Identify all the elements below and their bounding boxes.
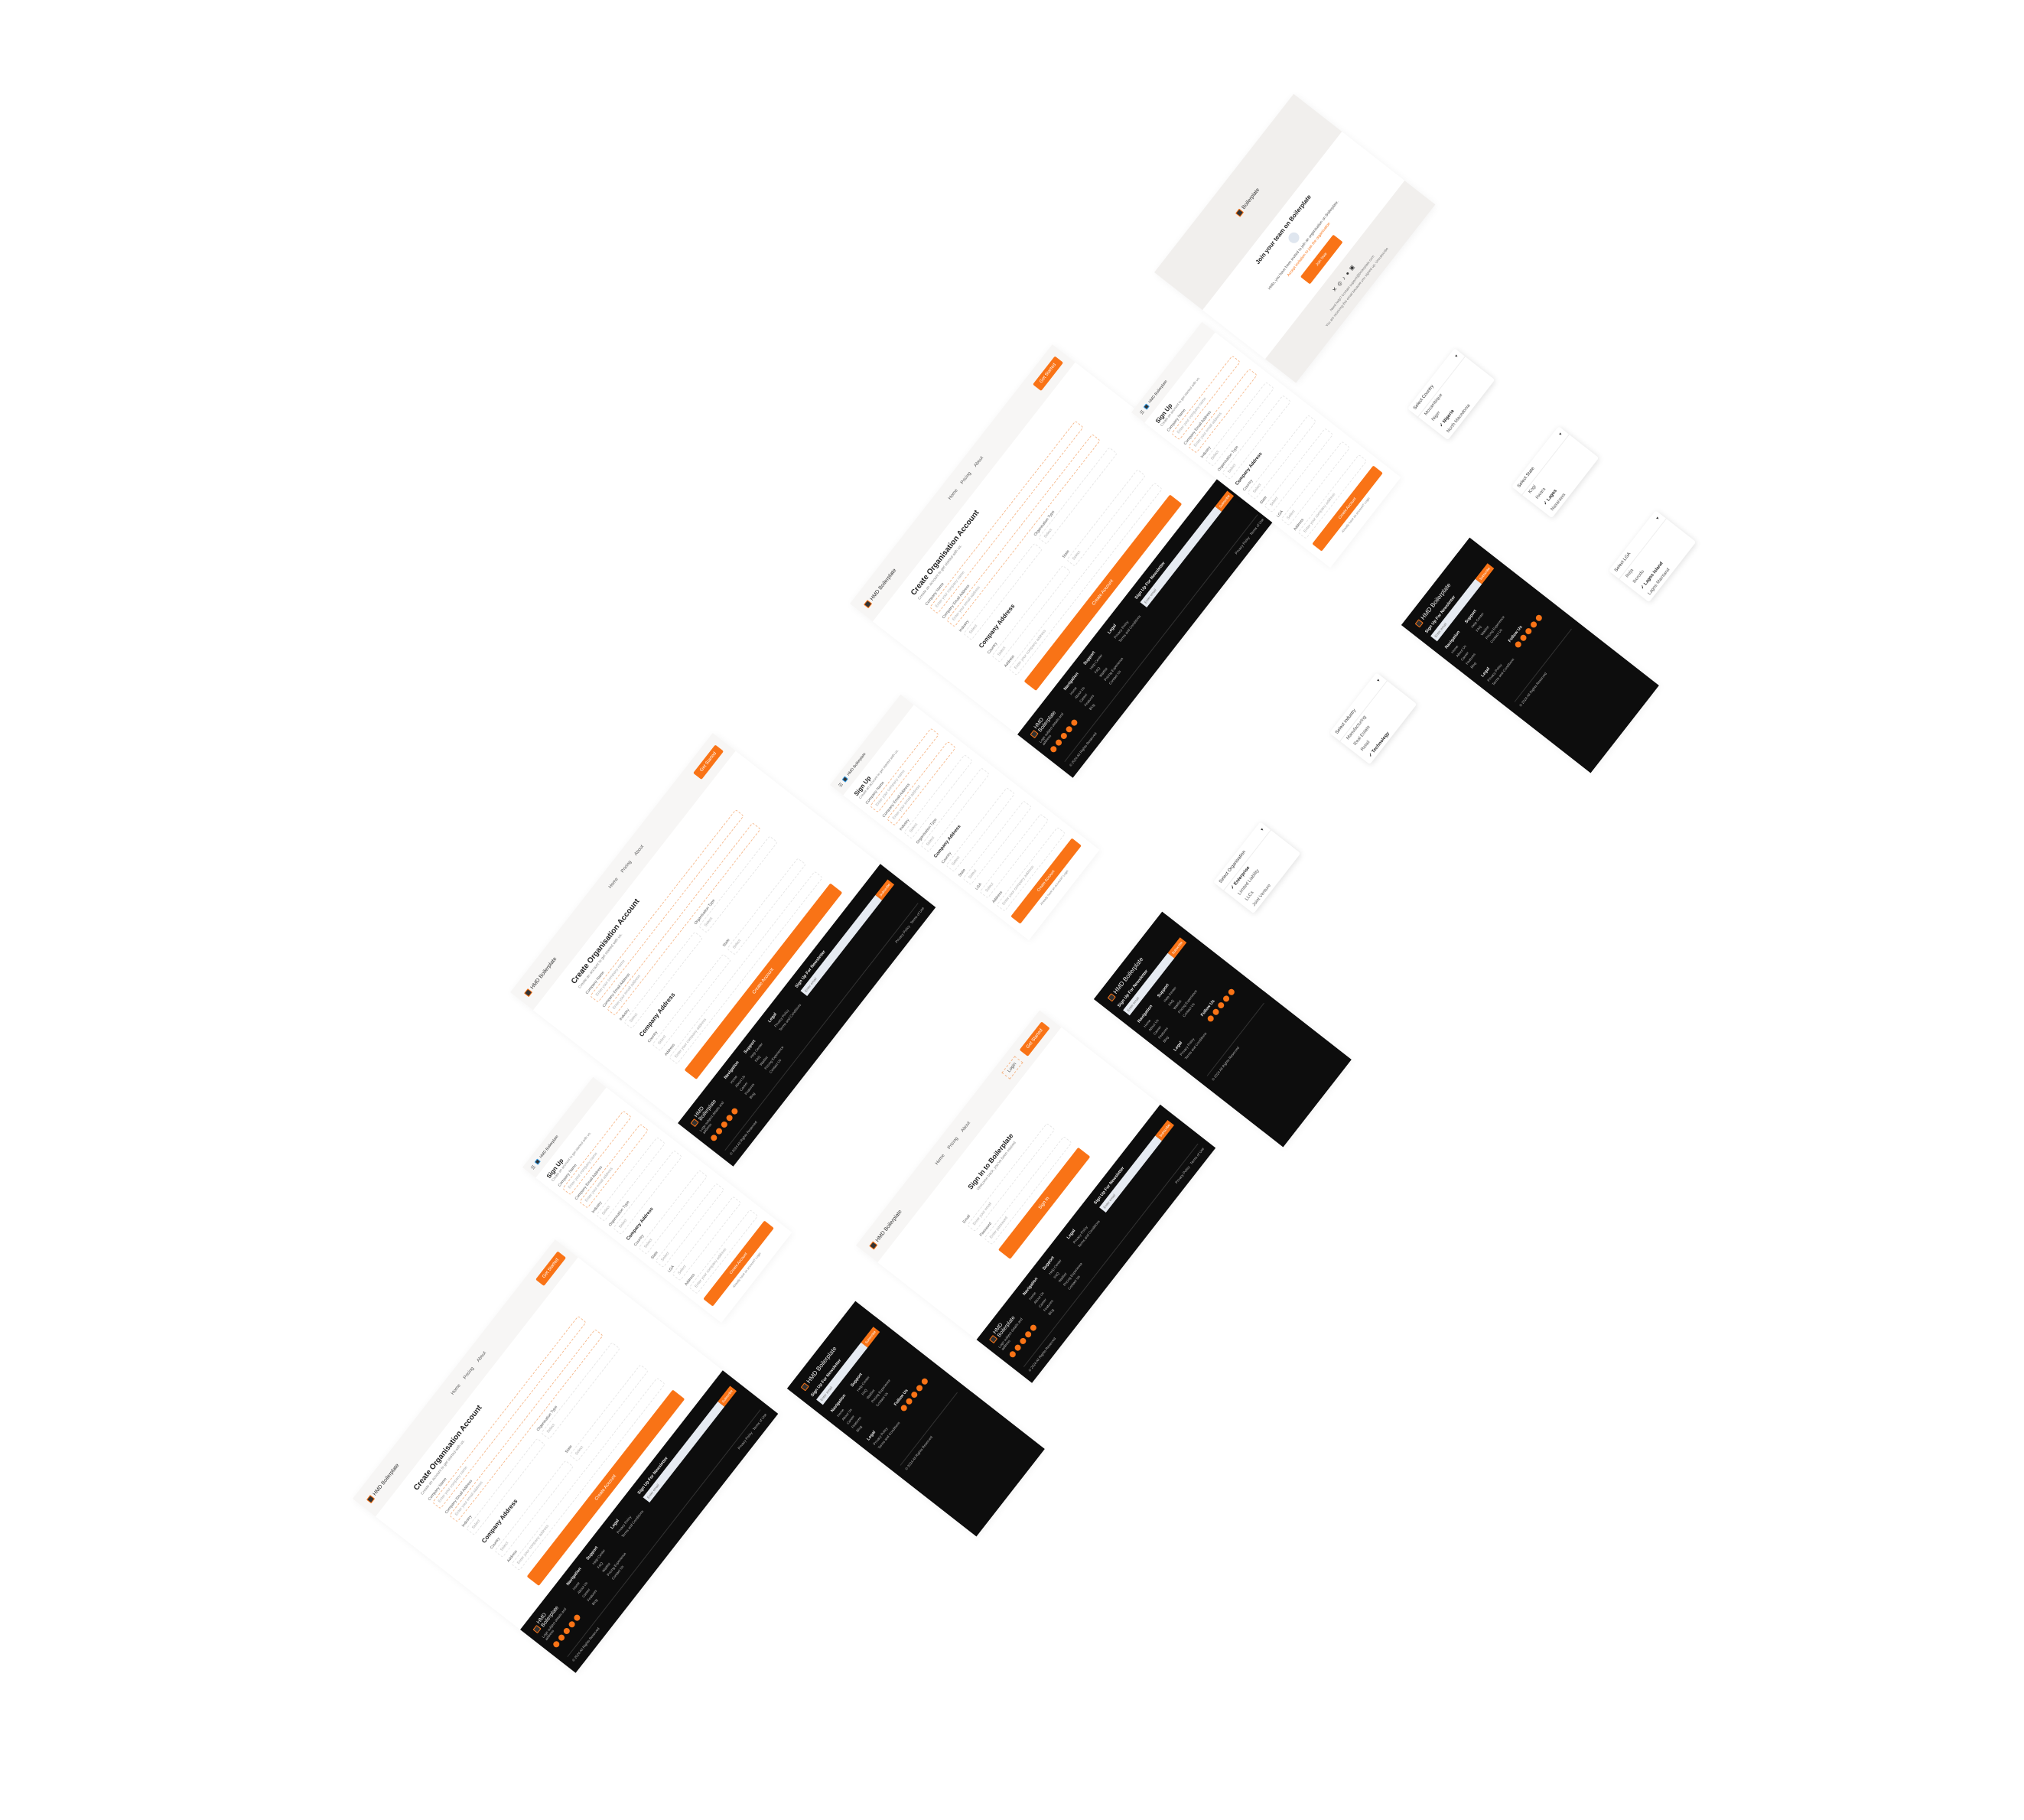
chevron-down-icon[interactable]: ▾: [1558, 431, 1564, 437]
youtube-icon[interactable]: [730, 1107, 740, 1116]
facebook-icon[interactable]: [1049, 744, 1058, 754]
youtube-icon[interactable]: [1534, 614, 1544, 623]
facebook-icon[interactable]: [1206, 1014, 1215, 1024]
youtube-icon[interactable]: [1069, 718, 1079, 728]
x-icon[interactable]: [557, 1633, 566, 1643]
logo-icon: [523, 988, 533, 998]
instagram-icon[interactable]: [909, 1390, 919, 1400]
chevron-down-icon[interactable]: ▾: [1376, 678, 1381, 683]
linkedin-icon[interactable]: [1065, 724, 1074, 734]
terms-link[interactable]: Terms of Use: [909, 906, 926, 925]
avatar: [1286, 230, 1302, 246]
logo-icon: [366, 1495, 376, 1504]
logo-icon: [989, 1335, 998, 1344]
nav-home[interactable]: Home: [608, 877, 620, 890]
youtube-icon[interactable]: [572, 1613, 582, 1623]
logo-icon: [1143, 403, 1150, 410]
copyright: © 2024 All Rights Reserved: [1211, 1046, 1241, 1082]
terms-link[interactable]: Terms of Use: [1189, 1147, 1206, 1166]
logo-icon: [800, 1382, 809, 1392]
x-icon[interactable]: [1013, 1343, 1023, 1353]
instagram-icon[interactable]: [1216, 1001, 1225, 1011]
copyright: © 2024 All Rights Reserved: [904, 1435, 934, 1471]
instagram-icon[interactable]: [720, 1120, 729, 1129]
logo-icon: [1030, 730, 1039, 739]
x-icon[interactable]: [1054, 738, 1063, 747]
x-icon[interactable]: [1518, 633, 1528, 643]
x-icon[interactable]: [904, 1397, 913, 1406]
facebook-icon[interactable]: [552, 1639, 561, 1649]
chevron-down-icon[interactable]: ▾: [1260, 827, 1265, 832]
linkedin-icon[interactable]: [1023, 1330, 1033, 1339]
nav-pricing[interactable]: Pricing: [960, 471, 973, 486]
privacy-link[interactable]: Privacy Policy: [737, 1431, 753, 1450]
menu-icon[interactable]: ☰: [530, 1164, 537, 1171]
privacy-link[interactable]: Privacy Policy: [894, 924, 911, 944]
nav-about[interactable]: About: [633, 844, 645, 857]
linkedin-icon[interactable]: [915, 1384, 924, 1393]
nav-home[interactable]: Home: [935, 1153, 946, 1167]
nav-home[interactable]: Home: [948, 488, 959, 501]
x-icon[interactable]: [1211, 1008, 1220, 1017]
nav-about[interactable]: About: [973, 455, 984, 468]
linkedin-icon[interactable]: [725, 1113, 734, 1122]
facebook-icon[interactable]: [899, 1404, 909, 1413]
logo: Boilerplate: [1235, 187, 1261, 217]
copyright: © 2024 All Rights Reserved: [1518, 672, 1548, 708]
logo-icon: [534, 1158, 542, 1165]
logo-icon: [863, 600, 873, 609]
chevron-down-icon[interactable]: ▾: [1655, 516, 1661, 521]
nav-pricing[interactable]: Pricing: [463, 1366, 476, 1381]
youtube-icon[interactable]: [1226, 988, 1236, 997]
facebook-icon[interactable]: [1513, 640, 1523, 650]
logo-icon: [532, 1625, 542, 1634]
instagram-icon[interactable]: [1018, 1337, 1027, 1346]
instagram-icon[interactable]: [1524, 627, 1533, 637]
youtube-icon[interactable]: [1029, 1323, 1038, 1333]
privacy-link[interactable]: Privacy Policy: [1234, 536, 1251, 555]
brand-name: Boilerplate: [1241, 187, 1261, 210]
nav-home[interactable]: Home: [451, 1383, 462, 1396]
logo-icon: [1235, 208, 1245, 217]
instagram-icon[interactable]: [1059, 731, 1069, 741]
logo-icon: [869, 1241, 878, 1250]
terms-link[interactable]: Terms of Use: [751, 1412, 768, 1431]
logo-icon: [1107, 992, 1116, 1002]
logo-icon: [841, 776, 849, 783]
menu-icon[interactable]: ☰: [1139, 409, 1146, 416]
youtube-icon[interactable]: [919, 1377, 929, 1386]
nav-pricing[interactable]: Pricing: [947, 1136, 960, 1151]
linkedin-icon[interactable]: [1222, 995, 1231, 1004]
logo-icon: [690, 1118, 699, 1128]
menu-icon[interactable]: ☰: [838, 782, 844, 789]
nav-pricing[interactable]: Pricing: [620, 860, 633, 874]
nav-about[interactable]: About: [476, 1350, 487, 1363]
facebook-icon[interactable]: [709, 1133, 718, 1142]
linkedin-icon[interactable]: [568, 1620, 577, 1629]
linkedin-icon[interactable]: [1529, 620, 1538, 630]
nav-about[interactable]: About: [960, 1121, 971, 1134]
instagram-icon[interactable]: [562, 1626, 571, 1636]
facebook-icon[interactable]: [1008, 1350, 1017, 1359]
terms-link[interactable]: Terms of Use: [1248, 517, 1265, 536]
x-icon[interactable]: [714, 1127, 724, 1136]
privacy-link[interactable]: Privacy Policy: [1174, 1164, 1191, 1185]
logo-icon: [1414, 618, 1424, 628]
chevron-down-icon[interactable]: ▾: [1454, 353, 1459, 359]
login-button[interactable]: Login: [1001, 1055, 1023, 1080]
